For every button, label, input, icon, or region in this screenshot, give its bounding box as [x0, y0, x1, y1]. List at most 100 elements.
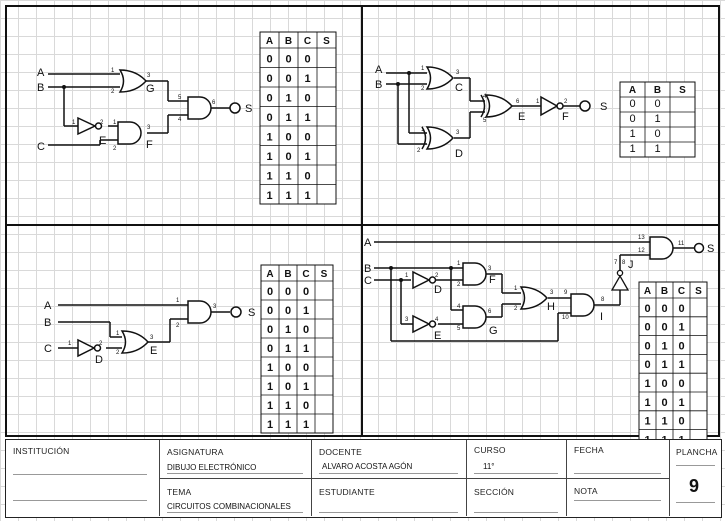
table-header: B	[654, 85, 661, 96]
table-cell: 1	[654, 113, 660, 125]
pin-label: 1	[457, 261, 461, 267]
pin-label: 1	[111, 68, 115, 74]
table-cell: 0	[654, 128, 660, 140]
docente-estudiante-cell: DOCENTE ALVARO ACOSTA AGÓN ESTUDIANTE	[311, 440, 466, 516]
table-cell: 1	[266, 190, 272, 202]
table-cell: 0	[285, 305, 291, 317]
table-cell: 0	[678, 416, 684, 428]
pin-label: 3	[456, 70, 460, 76]
table-header: C	[302, 269, 309, 280]
gate-e-label: E	[518, 111, 525, 123]
table-cell: 0	[285, 151, 291, 163]
table-cell: 1	[303, 419, 309, 431]
tema-label: TEMA	[167, 487, 192, 497]
institucion-cell: INSTITUCIÓN	[6, 440, 159, 516]
junction-dot	[407, 71, 411, 75]
table-cell: 1	[267, 419, 273, 431]
table-cell: 0	[661, 397, 667, 409]
table-cell: 0	[303, 286, 309, 298]
field-rule	[474, 473, 558, 474]
field-rule	[574, 500, 661, 501]
table-header: A	[266, 269, 273, 280]
gate-d-label: D	[455, 148, 463, 160]
table-header: S	[321, 269, 328, 280]
table-cell: 1	[304, 112, 310, 124]
docente-label: DOCENTE	[319, 447, 362, 457]
not-gate-j	[610, 269, 630, 291]
plancha-cell: PLANCHA 9	[669, 440, 721, 516]
field-rule	[676, 502, 715, 503]
table-cell: 0	[678, 378, 684, 390]
pin-label: 8	[601, 297, 605, 303]
or-gate-e	[121, 330, 149, 354]
pin-label: 1	[113, 120, 117, 126]
table-header: S	[695, 286, 702, 297]
table-header: A	[266, 36, 273, 47]
gate-e-label: E	[99, 135, 106, 147]
table-header: C	[678, 286, 685, 297]
pin-label: 2	[100, 120, 104, 126]
table-cell: 0	[654, 98, 660, 110]
input-b-label: B	[375, 79, 382, 91]
field-rule	[167, 512, 303, 513]
table-cell: 1	[267, 381, 273, 393]
xor-gate-d	[421, 126, 454, 150]
input-c-label: C	[364, 275, 372, 287]
and-gate-out	[187, 300, 212, 324]
table-cell: 1	[285, 93, 291, 105]
and-gate-i	[570, 293, 595, 317]
table-cell: 0	[644, 359, 650, 371]
cell-divider	[567, 478, 669, 479]
or-gate-h	[520, 286, 548, 310]
and-gate-g	[462, 305, 487, 329]
table-cell: 1	[644, 397, 650, 409]
table-header: B	[285, 36, 292, 47]
not-gate-f	[540, 95, 564, 117]
pin-label: 3	[488, 266, 492, 272]
table-cell: 1	[644, 434, 650, 440]
pin-label: 3	[456, 130, 460, 136]
xor-gate-e	[480, 94, 513, 118]
table-cell: 0	[285, 381, 291, 393]
table-cell: 1	[266, 132, 272, 144]
circuit-q3: A B C D E S 1 2 3 1 2 3 1 2	[44, 298, 255, 366]
pin-label: 4	[178, 117, 182, 123]
not-gate-d	[412, 270, 437, 290]
table-cell: 1	[285, 400, 291, 412]
table-header: A	[644, 286, 651, 297]
input-a-label: A	[44, 300, 52, 312]
table-cell: 0	[266, 73, 272, 85]
pin-label: 5	[457, 326, 461, 332]
docente-value: ALVARO ACOSTA AGÓN	[322, 462, 413, 471]
pin-label: 12	[638, 248, 645, 254]
curso-label: CURSO	[474, 445, 506, 455]
and-gate-f	[117, 121, 142, 145]
table-cell: 1	[267, 362, 273, 374]
pin-label: 2	[457, 282, 461, 288]
pin-label: 2	[435, 273, 439, 279]
table-cell: 0	[285, 362, 291, 374]
table-cell: 1	[285, 112, 291, 124]
output-probe	[579, 100, 591, 112]
pin-label: 2	[564, 99, 568, 105]
table-cell: 0	[266, 112, 272, 124]
field-rule	[319, 512, 458, 513]
table-cell: 1	[678, 359, 684, 371]
gate-e-label: E	[434, 330, 441, 342]
cell-divider	[312, 478, 466, 479]
table-header: S	[323, 36, 330, 47]
fecha-nota-cell: FECHA NOTA	[566, 440, 669, 516]
table-cell: 0	[304, 132, 310, 144]
table-cell: 0	[644, 303, 650, 315]
table-cell: 0	[267, 343, 273, 355]
table-cell: 0	[303, 324, 309, 336]
table-cell: 0	[267, 305, 273, 317]
pin-label: 1	[536, 99, 540, 105]
pin-label: 5	[483, 118, 487, 124]
table-header: S	[679, 85, 686, 96]
table-cell: 1	[266, 151, 272, 163]
pin-label: 1	[514, 286, 518, 292]
table-cell: 0	[285, 132, 291, 144]
